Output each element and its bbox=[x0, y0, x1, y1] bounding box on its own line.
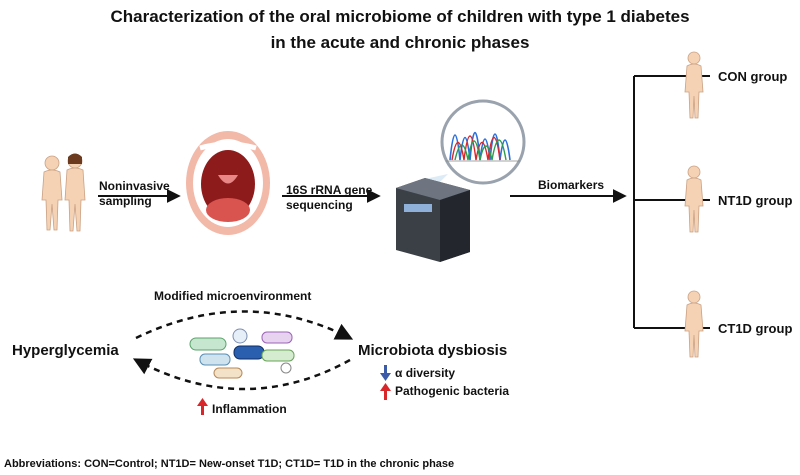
cycle-arrow-top bbox=[135, 310, 354, 340]
pathogenic-bacteria-label: Pathogenic bacteria bbox=[395, 384, 510, 398]
sequencer-icon bbox=[396, 178, 470, 262]
up-arrow-icon-inflammation bbox=[197, 398, 208, 415]
children-icon bbox=[41, 153, 86, 232]
person-icon-ct1d bbox=[684, 290, 704, 358]
group-nt1d-label: NT1D group bbox=[718, 193, 793, 208]
abbreviations-footer: Abbreviations: CON=Control; NT1D= New-on… bbox=[4, 458, 455, 470]
alpha-diversity-label: α diversity bbox=[395, 366, 456, 380]
title-line-1: Characterization of the oral microbiome … bbox=[110, 7, 690, 26]
inflammation-label: Inflammation bbox=[212, 402, 287, 416]
person-icon-con bbox=[684, 51, 704, 119]
microbiota-dysbiosis-label: Microbiota dysbiosis bbox=[358, 342, 508, 359]
hyperglycemia-label: Hyperglycemia bbox=[12, 342, 119, 359]
title-line-2: in the acute and chronic phases bbox=[270, 33, 530, 52]
cycle-arrow-bottom bbox=[132, 358, 351, 391]
step-sampling-label: Noninvasive sampling bbox=[99, 179, 170, 208]
group-con-label: CON group bbox=[718, 69, 788, 84]
person-icon-nt1d bbox=[684, 165, 704, 233]
bacteria-icon bbox=[189, 328, 295, 379]
mouth-icon bbox=[186, 131, 270, 235]
down-arrow-icon bbox=[380, 365, 391, 381]
sequencing-chromatogram-icon bbox=[420, 99, 526, 192]
up-arrow-icon-pathogenic bbox=[380, 383, 391, 400]
biomarkers-label: Biomarkers bbox=[538, 178, 605, 192]
modified-microenvironment-label: Modified microenvironment bbox=[154, 289, 312, 303]
step-sequencing-label: 16S rRNA gene sequencing bbox=[286, 183, 373, 212]
group-ct1d-label: CT1D group bbox=[718, 321, 793, 336]
